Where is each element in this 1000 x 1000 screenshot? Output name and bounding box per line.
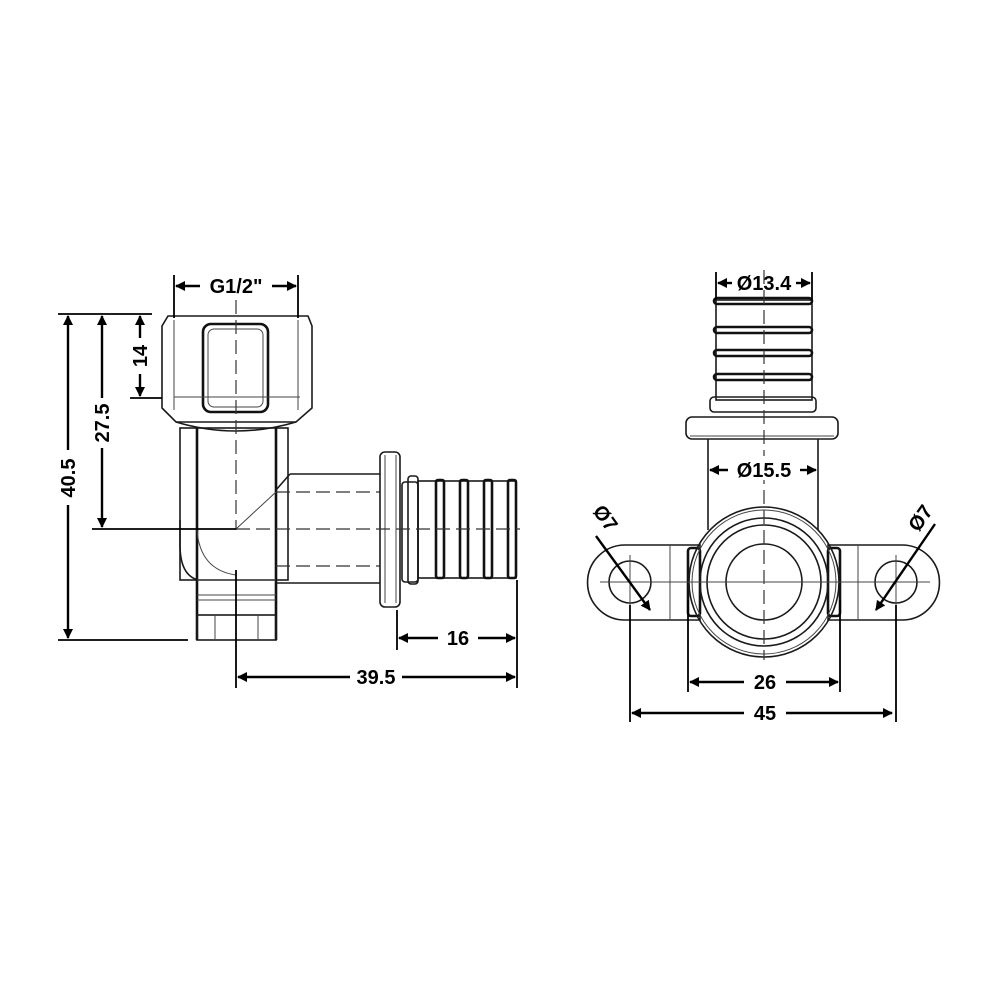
dim-body-width-label: 26 xyxy=(754,672,776,694)
dim-pex-diameter-label: Ø13.4 xyxy=(737,273,792,295)
side-view xyxy=(161,300,520,641)
dim-pex-length-label: 16 xyxy=(447,628,469,650)
front-view xyxy=(586,270,941,660)
dim-hole-right-label: Ø7 xyxy=(904,501,937,535)
dim-outlet-height-label: 27.5 xyxy=(92,404,114,443)
side-view-dimensions: G1/2" 14 27.5 40.5 16 39.5 xyxy=(58,275,518,689)
dim-total-height-label: 40.5 xyxy=(58,459,80,498)
dim-mount-width-label: 45 xyxy=(754,703,776,725)
dim-thread-label: G1/2" xyxy=(210,276,263,298)
dim-body-diameter-label: Ø15.5 xyxy=(737,460,791,482)
front-view-dimensions: Ø13.4 Ø15.5 Ø7 Ø7 26 45 xyxy=(588,272,938,725)
dim-total-length-label: 39.5 xyxy=(357,667,396,689)
dim-hole-left-label: Ø7 xyxy=(588,501,621,536)
dim-thread-depth-label: 14 xyxy=(130,344,152,367)
